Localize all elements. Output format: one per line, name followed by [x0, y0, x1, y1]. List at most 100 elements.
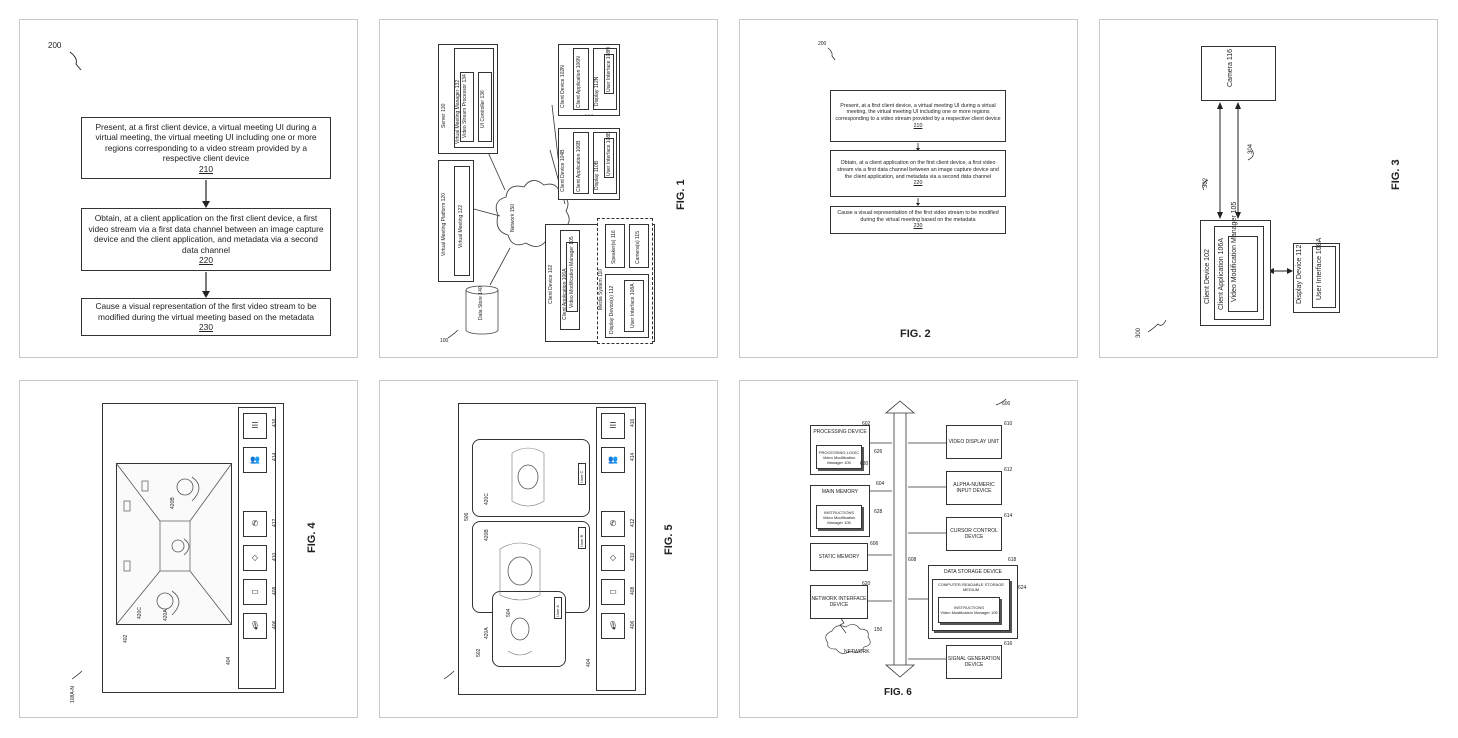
alpha-label: ALPHA-NUMERIC INPUT DEVICE	[953, 481, 995, 494]
ui-b	[604, 138, 614, 178]
disp-label: Display Device 112	[1296, 244, 1303, 304]
flow-step-220: Obtain, at a client application on the f…	[830, 150, 1006, 197]
vmm-label: Video Modification Manager 105	[1231, 201, 1238, 302]
control-button-410[interactable]: ◇	[243, 545, 267, 571]
tile-user-c	[472, 439, 590, 517]
ca-label: Client Application 106A	[1218, 238, 1225, 310]
fig3-arrows	[1147, 102, 1293, 333]
step-number: 220	[913, 180, 923, 187]
figure-label: FIG. 1	[675, 179, 687, 210]
n620: 620	[862, 581, 871, 587]
control-button-406[interactable]: 🎙	[601, 613, 625, 639]
vmm-label: Virtual Meeting Manager 132	[455, 79, 461, 144]
n402-label: 402	[123, 634, 129, 643]
network-label: NETWORK	[844, 649, 870, 655]
btn-num-412: 412	[272, 518, 278, 527]
ui-a	[624, 280, 644, 332]
scene-drawing	[71, 462, 233, 680]
dispB-label: Display 110B	[594, 160, 600, 190]
figure-label: FIG. 3	[1390, 159, 1402, 190]
ui-label: User Interface 108A	[1316, 237, 1323, 300]
n150: 150	[874, 627, 883, 633]
platform-label: Virtual Meeting Platform 120	[441, 193, 447, 256]
crsm-label: COMPUTER-READABLE STORAGE MEDIUM	[937, 582, 1005, 592]
step-text: Obtain, at a client application on the f…	[88, 213, 324, 255]
n602: 602	[862, 421, 871, 427]
uiB-label: User Interface 108B	[606, 131, 612, 176]
proc-label: PROCESSING DEVICE	[813, 429, 867, 435]
vmmA-label: Video Modification Manager 105	[569, 236, 575, 308]
n612: 612	[1004, 467, 1013, 473]
vsp-label: Video Stream Processor 134	[462, 74, 468, 138]
control-button-408[interactable]: ▭	[601, 579, 625, 605]
n304-label: 304	[1248, 143, 1254, 154]
static-memory: STATIC MEMORY	[810, 543, 868, 571]
n630: 630	[860, 461, 869, 467]
n420b-label: 420B	[484, 529, 490, 541]
fig6-bus	[825, 398, 1007, 678]
vmm2-label: Video Modification Manager 105	[822, 514, 856, 525]
control-button-412[interactable]: ✆	[601, 511, 625, 537]
figure-panel-fig1[interactable]: Server 130 Virtual Meeting Manager 132 V…	[379, 19, 718, 358]
proc-logic-label: PROCESSING LOGIC	[818, 449, 860, 455]
n420b-label: 420B	[170, 497, 176, 509]
instr-label: INSTRUCTIONS	[824, 509, 854, 515]
instructions-1: INSTRUCTIONS Video Modification Manager …	[816, 505, 862, 529]
step-text: Cause a visual representation of the fir…	[95, 301, 317, 322]
control-button-414[interactable]: 👥	[601, 447, 625, 473]
control-button-406[interactable]: 🎙	[243, 613, 267, 639]
step-text: Cause a visual representation of the fir…	[837, 210, 999, 223]
cdB-label: Client Device 104B	[560, 149, 566, 192]
static-label: STATIC MEMORY	[818, 553, 860, 560]
ref-number: 108A-N	[70, 686, 76, 703]
step-number: 210	[913, 122, 923, 129]
cdA-label: Client Device 102	[548, 264, 554, 304]
n504-label: 504	[506, 608, 512, 617]
n502-label: 502	[476, 648, 482, 657]
figure-panel-fig4[interactable]: ☰ 👥 ✆ ◇ ▭ 🎙 416 414 412 410 408 406 404 …	[19, 380, 358, 718]
vmm1-label: Video Modification Manager 105	[822, 454, 856, 465]
figure-panel-flowchart-large[interactable]: 200 Present, at a first client device, a…	[19, 19, 358, 358]
n626: 626	[874, 449, 883, 455]
client-app-b	[573, 132, 589, 194]
n604: 604	[876, 481, 885, 487]
n420a-label: 420A	[163, 609, 169, 621]
control-button-414[interactable]: 👥	[243, 447, 267, 473]
uic-label: UI Controller 136	[480, 90, 486, 128]
sgd-label: SIGNAL GENERATION DEVICE	[947, 655, 1001, 668]
video-label: VIDEO DISPLAY UNIT	[948, 438, 1000, 445]
uic-box	[478, 72, 492, 142]
camera-box	[629, 224, 649, 268]
ui-n	[604, 54, 614, 94]
name-tag-c	[578, 463, 586, 485]
ref-number: 200	[818, 41, 827, 47]
control-button-412[interactable]: ✆	[243, 511, 267, 537]
vmm3-label: Video Modification Manager 105	[940, 610, 998, 615]
cd-label: Client Device 102	[1204, 249, 1211, 304]
step-text: Present, at a first client device, a vir…	[835, 102, 1001, 122]
btn-num-408: 408	[630, 586, 636, 595]
figure-panel-fig6[interactable]: PROCESSING DEVICE PROCESSING LOGIC Video…	[739, 380, 1078, 718]
dispA-label: Display Device(s) 112	[609, 285, 615, 334]
faces-drawing	[443, 447, 545, 680]
control-button-410[interactable]: ◇	[601, 545, 625, 571]
vsp-box	[460, 72, 474, 142]
control-button-416[interactable]: ☰	[243, 413, 267, 439]
control-button-408[interactable]: ▭	[243, 579, 267, 605]
n616: 616	[1004, 641, 1013, 647]
flow-arrows	[827, 47, 920, 206]
n618: 618	[1008, 557, 1017, 563]
n404-label: 404	[226, 656, 232, 665]
figure-panel-fig2[interactable]: 200 Present, at a first client device, a…	[739, 19, 1078, 358]
control-button-416[interactable]: ☰	[601, 413, 625, 439]
speaker-box	[605, 224, 625, 268]
cursor-label: CURSOR CONTROL DEVICE	[950, 527, 998, 540]
figure-panel-fig3[interactable]: Camera 116 Client Device 102 Client Appl…	[1099, 19, 1438, 358]
uiN-label: User Interface 108N	[606, 47, 612, 92]
figure-panel-fig5[interactable]: User C User B User A ☰ 👥 ✆ ◇ ▭ 🎙 416 414…	[379, 380, 718, 718]
server-label: Server 130	[441, 103, 447, 128]
vmeeting-box	[454, 166, 470, 276]
nid-label: NETWORK INTERFACE DEVICE	[811, 595, 867, 608]
btn-num-410: 410	[630, 552, 636, 561]
cursor-control-device: CURSOR CONTROL DEVICE	[946, 517, 1002, 551]
